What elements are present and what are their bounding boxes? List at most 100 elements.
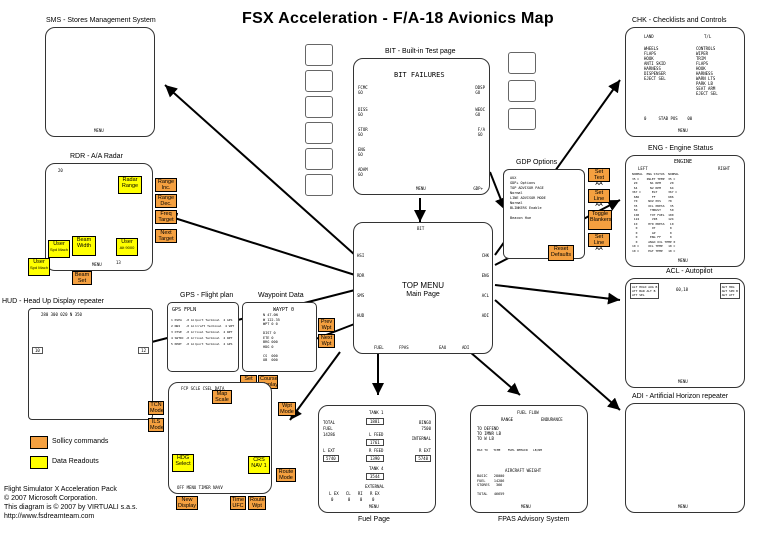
gps-heading: GPS FPLN bbox=[172, 307, 197, 313]
fuel-tank1-label: TANK 1 bbox=[369, 410, 384, 415]
bit-right-1: DDSP GO bbox=[475, 85, 485, 95]
page-title: FSX Acceleration - F/A-18 Avionics Map bbox=[242, 10, 554, 27]
bit-side-thumb-7 bbox=[508, 52, 536, 74]
set-text-aa-tag: Set Text AA bbox=[588, 168, 610, 187]
bit-side-thumb-4 bbox=[305, 122, 333, 144]
fuel-tank4-label: TANK 4 bbox=[369, 466, 384, 471]
top-left-sms[interactable]: SMS bbox=[357, 293, 365, 298]
acl-caption: ACL - Autopilot bbox=[666, 268, 713, 275]
fuel-rext-value: 5740 bbox=[415, 455, 431, 462]
hsi-panel: FCP SCLE CSEL DATA OFF MENU TIMER NAVV bbox=[168, 382, 272, 494]
footer-line4[interactable]: http://www.fsdreamteam.com bbox=[4, 513, 95, 520]
sms-menu-label[interactable]: MENU bbox=[94, 128, 104, 133]
fuel-lext-value: 5740 bbox=[323, 455, 339, 462]
bit-left-4: ENG GO bbox=[358, 147, 366, 157]
eng-heading: ENGINE bbox=[674, 159, 693, 165]
wpt-caption: Waypoint Data bbox=[258, 292, 304, 299]
eng-caption: ENG - Engine Status bbox=[648, 145, 713, 152]
chk-head-right: T/L bbox=[704, 34, 712, 39]
acl-menu-label[interactable]: MENU bbox=[678, 379, 688, 384]
fuel-internal-label: INTERNAL bbox=[411, 436, 431, 441]
bit-left-2: DISS GO bbox=[358, 107, 368, 117]
rdr-caption: RDR - A/A Radar bbox=[70, 153, 123, 160]
hdg-select-tag: HDG Select bbox=[172, 454, 194, 472]
top-bottom-eau[interactable]: EAU bbox=[439, 345, 447, 350]
top-bottom-adi[interactable]: ADI bbox=[462, 345, 470, 350]
chk-left-items: WHEELS FLAPS HOOK ANTI SKID HARNESS DISP… bbox=[644, 46, 666, 81]
bit-side-thumb-1 bbox=[305, 44, 333, 66]
chk-menu-label[interactable]: MENU bbox=[678, 128, 688, 133]
fuel-fuel-label: FUEL bbox=[323, 426, 333, 431]
hsi-bottom-labels: OFF MENU TIMER NAVV bbox=[177, 485, 223, 490]
next-wpt-tag: Next Wpt bbox=[318, 334, 335, 348]
fuel-menu-label[interactable]: MENU bbox=[369, 504, 379, 509]
eng-menu-label[interactable]: MENU bbox=[678, 258, 688, 263]
chk-panel: LAND T/L WHEELS FLAPS HOOK ANTI SKID HAR… bbox=[625, 27, 745, 137]
top-bottom-fuel[interactable]: FUEL bbox=[374, 345, 384, 350]
hud-caption: HUD - Head Up Display repeater bbox=[2, 298, 104, 305]
fpas-panel: FUEL FLOW RANGE ENDURANCE TO DEFEND TO I… bbox=[470, 405, 588, 513]
tcn-mode-tag: TCN Mode bbox=[148, 401, 164, 415]
top-bit-label[interactable]: BIT bbox=[417, 226, 425, 231]
bit-heading: BIT FAILURES bbox=[394, 71, 445, 79]
top-left-hsi[interactable]: HSI bbox=[357, 253, 365, 258]
bit-side-thumb-8 bbox=[508, 80, 536, 102]
user-spd-label: User bbox=[33, 259, 45, 265]
adi-caption: ADI - Artificial Horizon repeater bbox=[632, 393, 729, 400]
top-right-chk[interactable]: CHK bbox=[481, 253, 489, 258]
hud-altitude-box: 12 bbox=[138, 347, 149, 354]
fuel-caption: Fuel Page bbox=[358, 516, 390, 523]
sms-panel: MENU bbox=[45, 27, 155, 137]
fuel-lfeed-label: L FEED bbox=[369, 432, 384, 437]
bit-right-2: WEOC GO bbox=[475, 107, 485, 117]
chk-right-items: CONTROLS WIPER TRIM FLAPS HOOK HARNESS W… bbox=[696, 46, 718, 96]
fuel-bingo-value: 7500 bbox=[421, 426, 431, 431]
fuel-bottom-labels: L EX CL RI R EX bbox=[329, 491, 380, 496]
bit-menu-label[interactable]: MENU bbox=[416, 186, 426, 191]
rdr-menu-label[interactable]: MENU bbox=[92, 262, 102, 267]
top-left-rdr[interactable]: RDR bbox=[357, 273, 365, 278]
adi-menu-label[interactable]: MENU bbox=[678, 504, 688, 509]
legend-yellow-swatch bbox=[30, 456, 48, 469]
fpas-weights: BASIC 28000 FUEL 14286 STORES 366 TOTAL … bbox=[477, 474, 505, 496]
gps-panel: GPS FPLN 1 KSEA -0 Airport Terminal 4 GP… bbox=[167, 302, 239, 372]
fpas-menu-label[interactable]: MENU bbox=[521, 504, 531, 509]
bit-left-1: FCMC GO bbox=[358, 85, 368, 95]
fuel-bingo-label: BINGO bbox=[418, 420, 431, 425]
bit-panel: BIT FAILURES FCMC GO DISS GO STOR GO ENG… bbox=[353, 58, 490, 195]
crs-nav1-tag: CRS NAV 1 bbox=[248, 456, 270, 474]
user-spd-sublabel: Spd Mach bbox=[30, 265, 49, 270]
acl-panel: ALT HOLD AUG B ATT BAR ALT B ATT SEL AUT… bbox=[625, 278, 745, 388]
hsi-top-labels: FCP SCLE CSEL DATA bbox=[181, 386, 225, 391]
map-scale-tag: Map Scale bbox=[212, 390, 232, 404]
top-right-acl[interactable]: ACL bbox=[481, 293, 489, 298]
top-right-adi[interactable]: ADI bbox=[481, 313, 489, 318]
bit-caption: BIT - Built-in Test page bbox=[385, 48, 456, 55]
top-menu-panel: BIT TOP MENU Main Page HSI RDR SMS HUD C… bbox=[353, 222, 493, 354]
bit-gdp-label[interactable]: GDP+ bbox=[473, 186, 483, 191]
footer-line2: © 2007 Microsoft Corporation. bbox=[4, 495, 98, 502]
top-menu-caption: TOP MENU bbox=[402, 281, 444, 290]
acl-center-value: 60,18 bbox=[676, 287, 689, 292]
new-display-tag: New Display bbox=[176, 496, 198, 510]
acl-right-box: AUT HDG AUT SPD B AUT ATT bbox=[719, 283, 740, 299]
fuel-total-value: 14286 bbox=[323, 432, 336, 437]
sms-caption: SMS - Stores Management System bbox=[46, 17, 156, 24]
eng-left-label: LEFT bbox=[638, 166, 648, 171]
reset-defaults-tag: Reset Defaults bbox=[548, 245, 574, 261]
wpt-rows: N 47.0N W 122.35 WPT 0 0 DIST 0 ETE 0 BR… bbox=[263, 313, 280, 362]
footer-line3: This diagram is © 2007 by VIRTUALI s.a.s… bbox=[4, 504, 138, 511]
top-bottom-fpas[interactable]: FPAS bbox=[399, 345, 409, 350]
top-right-eng[interactable]: ENG bbox=[481, 273, 489, 278]
chk-caption: CHK - Checklists and Controls bbox=[632, 17, 727, 24]
top-left-hud[interactable]: HUD bbox=[357, 313, 365, 318]
fuel-bottom-values: 0 0 0 0 bbox=[331, 497, 375, 502]
fuel-rext-label: R EXT bbox=[418, 448, 431, 453]
legend-orange-label: Sollicy commands bbox=[52, 438, 109, 445]
bit-left-3: STOR GO bbox=[358, 127, 368, 137]
ils-mode-tag: ILS Mode bbox=[148, 418, 164, 432]
gdp-panel: AUX GDP+ Options TOP ADVISOR PAGE Normal… bbox=[503, 169, 585, 259]
fuel-rfeed-value: 1390 bbox=[366, 455, 384, 462]
gps-rows: 1 KSEA -0 Airport Terminal 4 GPS 2 NW4 -… bbox=[171, 318, 235, 346]
user-spd-mach-sublabel: Spd Mach bbox=[50, 247, 69, 252]
